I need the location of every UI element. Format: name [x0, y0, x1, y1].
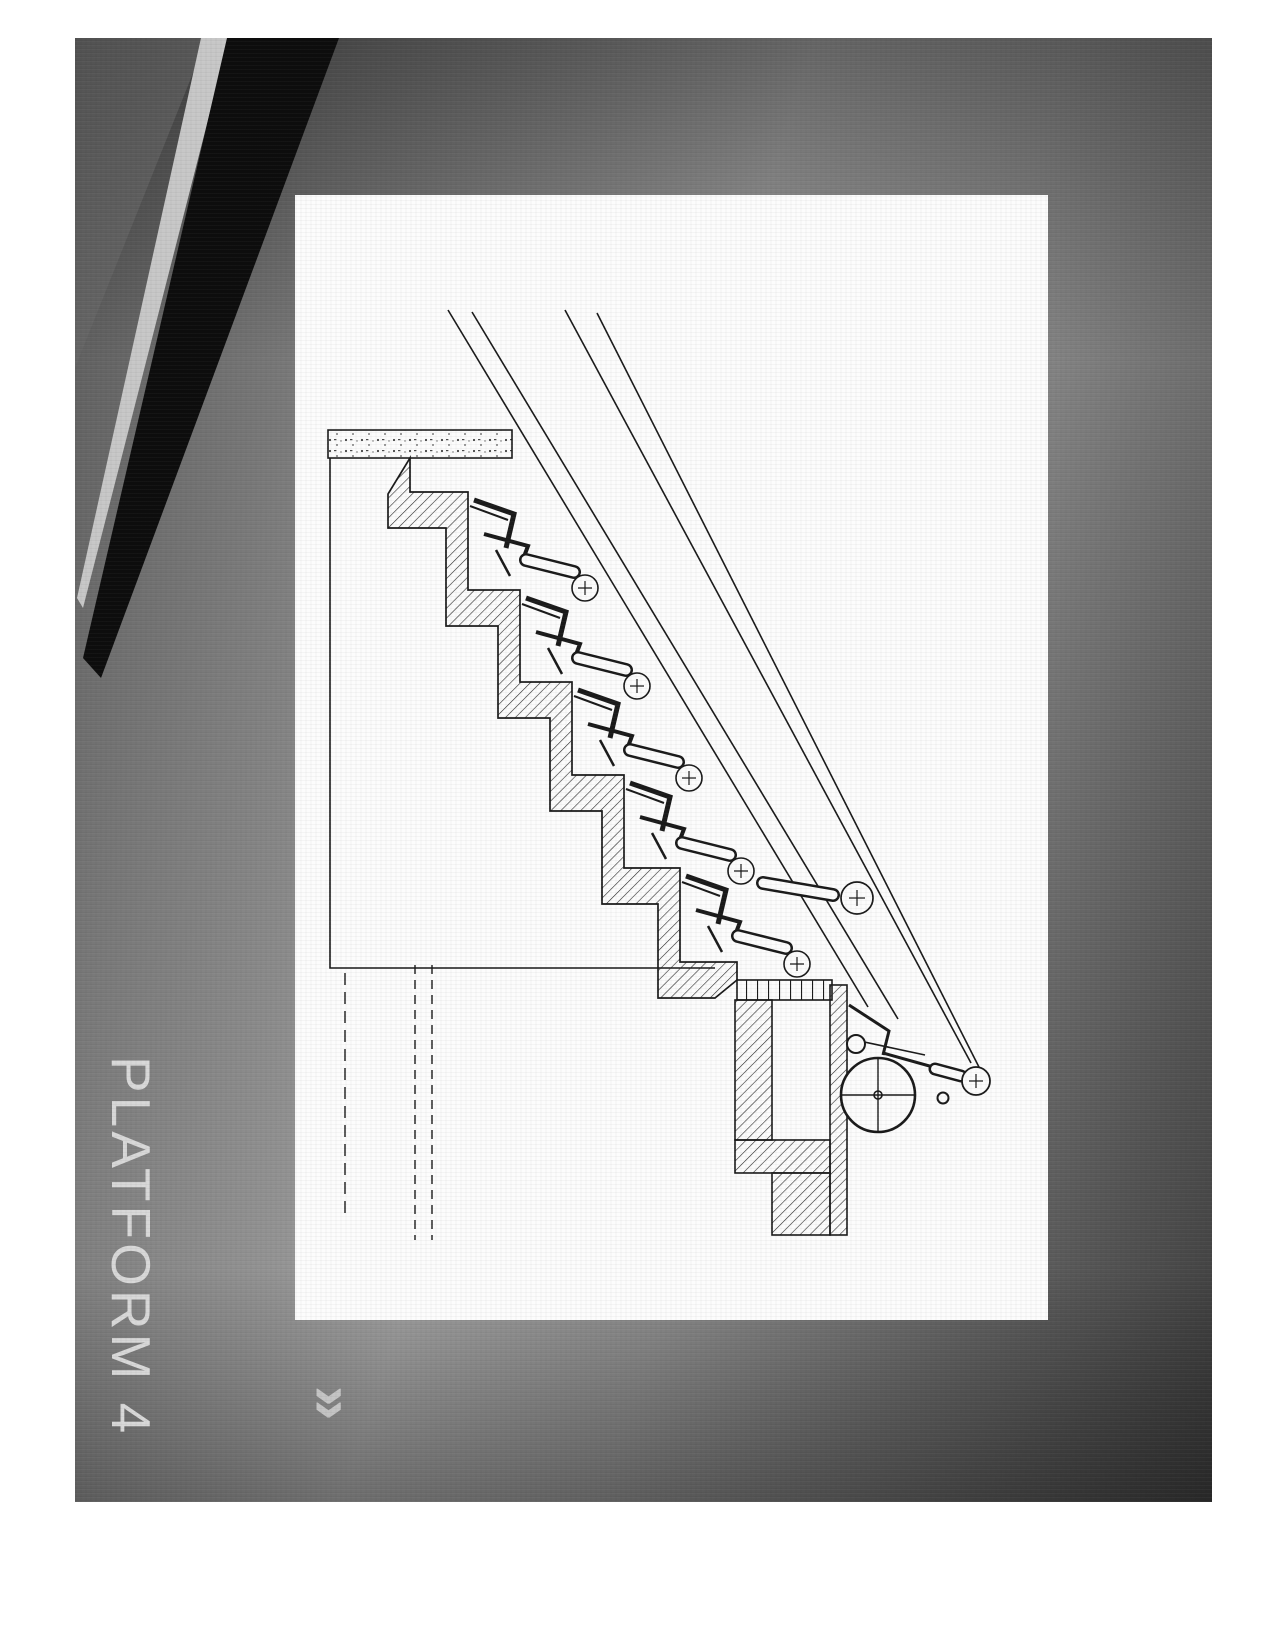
push-handle — [846, 1034, 866, 1054]
presentation-slide: PLATFORM 4 » — [75, 38, 1212, 1502]
slide-title: PLATFORM 4 — [100, 1056, 162, 1438]
caster-wheel — [936, 1091, 950, 1105]
wedge-black — [83, 38, 339, 678]
understand-boundary — [329, 458, 715, 969]
grandstand-section-drawing — [327, 309, 991, 1240]
extended-rail-marker — [756, 876, 874, 915]
wedge-silver — [77, 38, 229, 608]
hidden-dashed-lines — [344, 965, 433, 1240]
wedge-gray — [75, 38, 207, 368]
foundation-hatch — [734, 984, 848, 1236]
platform-grating — [736, 979, 833, 1001]
double-chevron-icon: » — [298, 1385, 367, 1421]
drawing-panel — [295, 195, 1048, 1320]
stair-concrete-band — [387, 454, 738, 999]
wheel-spokes — [842, 1059, 914, 1131]
seat-row — [470, 500, 598, 601]
wheelchair-seat — [882, 1051, 934, 1069]
corner-wedge-decoration — [75, 38, 339, 678]
wheelchair — [839, 1003, 991, 1134]
top-slab-band — [327, 429, 513, 459]
